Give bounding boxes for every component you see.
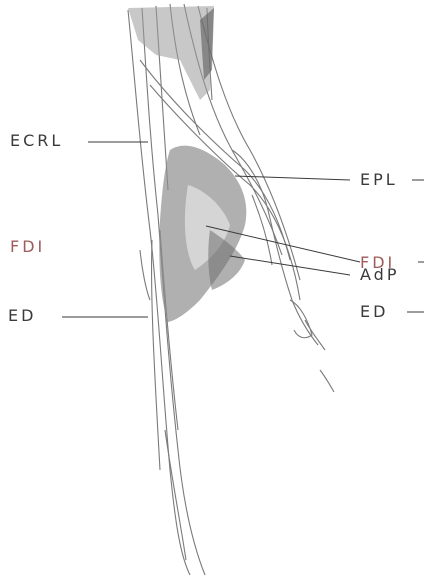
- label-epl: EPL: [360, 171, 398, 189]
- label-adp: AdP: [360, 266, 399, 284]
- label-ed-right: ED: [360, 303, 388, 321]
- fdi-muscle: [159, 146, 246, 322]
- label-fdi-left: FDI: [10, 238, 45, 256]
- forearm-tendons: [128, 4, 300, 575]
- forearm-shading: [128, 6, 214, 100]
- label-ecrl: ECRL: [10, 132, 63, 150]
- thumb: [232, 150, 334, 392]
- label-ed-left: ED: [8, 307, 36, 325]
